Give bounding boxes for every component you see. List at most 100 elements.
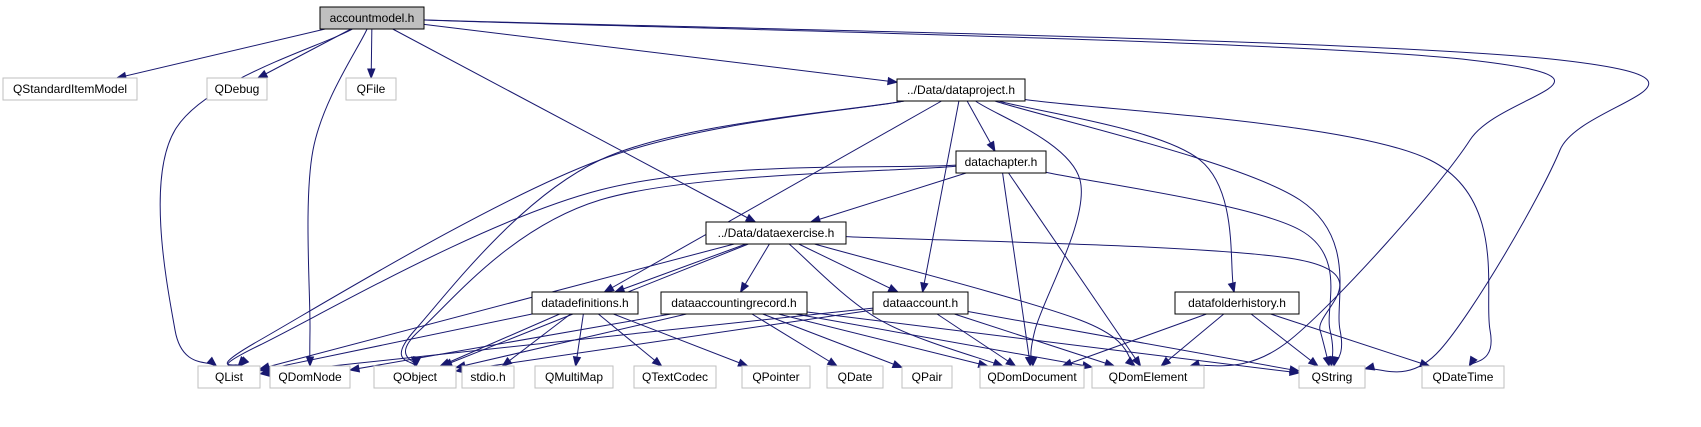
node-box-qdomelement (1091, 365, 1205, 389)
edge-dataaccountingrecord-to-qdate (751, 313, 838, 367)
arrowhead-dataaccount-to-qlist (258, 368, 270, 377)
node-qdebug[interactable]: QDebug (206, 77, 268, 101)
edge-dataaccountingrecord-to-qdomelement (795, 313, 1093, 368)
node-box-qmultimap (534, 365, 614, 389)
arrowhead-dataaccount-to-qdomdocument (1005, 357, 1017, 367)
node-qstandarditemmodel[interactable]: QStandardItemModel (2, 77, 138, 101)
node-box-qtextcodec (633, 365, 717, 389)
node-qtextcodec[interactable]: QTextCodec (633, 365, 717, 389)
edge-datafolderhistory-to-qdomdocument (1062, 313, 1207, 367)
node-box-qdomdocument (979, 365, 1085, 389)
edge-dataproject-to-qlist (226, 100, 905, 367)
edge-datachapter-to-qobject (405, 165, 957, 367)
arrowhead-accountmodel-to-qfile (367, 68, 376, 80)
edge-dataexercise-to-datadefinitions (614, 243, 747, 293)
edge-dataproject-to-qobject (400, 100, 905, 367)
node-qdomnode[interactable]: QDomNode (269, 365, 351, 389)
edge-accountmodel-to-dataproject (423, 23, 898, 83)
node-label-stdio: stdio.h (470, 370, 505, 384)
node-box-qstandarditemmodel (2, 77, 138, 101)
edge-accountmodel-to-qlist (159, 28, 353, 367)
node-label-qdatetime: QDateTime (1433, 370, 1494, 384)
arrowhead-dataexercise-to-dataaccountingrecord (739, 281, 750, 294)
arrowhead-dataproject-to-datachapter (986, 140, 996, 153)
node-box-datadefinitions (531, 291, 639, 315)
edge-dataexercise-to-qlist (259, 243, 735, 370)
edge-dataproject-to-datafolderhistory (998, 100, 1235, 293)
node-datafolderhistory[interactable]: datafolderhistory.h (1174, 291, 1300, 315)
node-qmultimap[interactable]: QMultiMap (534, 365, 614, 389)
edge-dataaccountingrecord-to-qdomdocument (778, 313, 988, 367)
node-datachapter[interactable]: datachapter.h (955, 150, 1047, 174)
arrowhead-dataexercise-to-qdomelement (1124, 356, 1136, 367)
edge-accountmodel-to-dataexercise (392, 28, 756, 223)
node-box-stdio (461, 365, 515, 389)
edge-datachapter-to-qstring (1045, 171, 1334, 367)
node-qpair[interactable]: QPair (901, 365, 953, 389)
arrowhead-accountmodel-to-qdomnode (305, 356, 315, 368)
edge-dataaccountingrecord-to-qdomnode (349, 313, 672, 371)
node-dataaccountingrecord[interactable]: dataaccountingrecord.h (660, 291, 808, 315)
node-qlist[interactable]: QList (197, 365, 261, 389)
edge-datadefinitions-to-stdio (502, 313, 571, 367)
node-box-qlist (197, 365, 261, 389)
arrowhead-datafolderhistory-to-qdomelement (1160, 356, 1172, 367)
node-qdate[interactable]: QDate (826, 365, 884, 389)
arrowhead-dataaccountingrecord-to-qdomnode (348, 364, 361, 373)
edge-datadefinitions-to-qlist (259, 313, 533, 372)
edge-datachapter-to-qdomdocument (1002, 172, 1031, 367)
node-qpointer[interactable]: QPointer (741, 365, 811, 389)
node-box-dataexercise (705, 221, 847, 245)
node-box-qstring (1298, 365, 1366, 389)
node-box-qdebug (206, 77, 268, 101)
node-box-datafolderhistory (1174, 291, 1300, 315)
edge-datadefinitions-to-qpointer (613, 313, 748, 367)
edge-dataexercise-to-qstring (845, 236, 1341, 367)
node-qfile[interactable]: QFile (345, 77, 397, 101)
edge-dataproject-to-dataaccount (922, 100, 960, 293)
edge-datachapter-to-qdomelement (1008, 172, 1141, 367)
edge-dataaccount-to-qstring (967, 311, 1300, 372)
node-dataaccount[interactable]: dataaccount.h (872, 291, 969, 315)
node-box-qdatetime (1421, 365, 1505, 389)
node-box-qobject (373, 365, 457, 389)
arrowhead-dataexercise-to-qdomdocument (992, 358, 1004, 367)
node-label-datadefinitions: datadefinitions.h (541, 296, 628, 310)
edge-accountmodel-to-qdomelement (423, 19, 1556, 367)
edge-dataproject-to-qstring (994, 100, 1343, 367)
node-dataexercise[interactable]: ../Data/dataexercise.h (705, 221, 847, 245)
edge-dataproject-to-datadefinitions (604, 100, 942, 293)
node-label-qpointer: QPointer (752, 370, 799, 384)
node-label-qpair: QPair (912, 370, 943, 384)
node-stdio[interactable]: stdio.h (461, 365, 515, 389)
arrowhead-accountmodel-to-qstring (1363, 362, 1376, 371)
node-qdomelement[interactable]: QDomElement (1091, 365, 1205, 389)
node-qdomdocument[interactable]: QDomDocument (979, 365, 1085, 389)
node-label-datafolderhistory: datafolderhistory.h (1188, 296, 1286, 310)
node-box-qdomnode (269, 365, 351, 389)
arrowhead-dataaccount-to-qstring (1288, 365, 1301, 374)
node-dataproject[interactable]: ../Data/dataproject.h (896, 78, 1026, 102)
node-label-datachapter: datachapter.h (965, 155, 1038, 169)
node-label-dataaccountingrecord: dataaccountingrecord.h (671, 296, 796, 310)
edge-datafolderhistory-to-qstring (1250, 313, 1319, 367)
edge-datachapter-to-qlist (227, 164, 957, 367)
node-qstring[interactable]: QString (1298, 365, 1366, 389)
arrowhead-datadefinitions-to-qpointer (737, 358, 749, 367)
node-qdatetime[interactable]: QDateTime (1421, 365, 1505, 389)
node-qobject[interactable]: QObject (373, 365, 457, 389)
node-label-qtextcodec: QTextCodec (642, 370, 708, 384)
node-accountmodel[interactable]: accountmodel.h (319, 6, 425, 30)
node-box-datachapter (955, 150, 1047, 174)
node-label-qdomelement: QDomElement (1109, 370, 1188, 384)
arrowhead-accountmodel-to-dataproject (887, 76, 899, 86)
arrowhead-datadefinitions-to-qmultimap (572, 355, 582, 368)
edge-datafolderhistory-to-qdatetime (1270, 313, 1430, 367)
node-datadefinitions[interactable]: datadefinitions.h (531, 291, 639, 315)
arrowhead-accountmodel-to-qlist (206, 356, 218, 367)
edge-accountmodel-to-qstandarditemmodel (116, 28, 326, 79)
arrowhead-accountmodel-to-qdebug (256, 69, 269, 79)
edge-datadefinitions-to-qtextcodec (598, 313, 662, 367)
edge-dataaccountingrecord-to-qstring (806, 311, 1300, 374)
